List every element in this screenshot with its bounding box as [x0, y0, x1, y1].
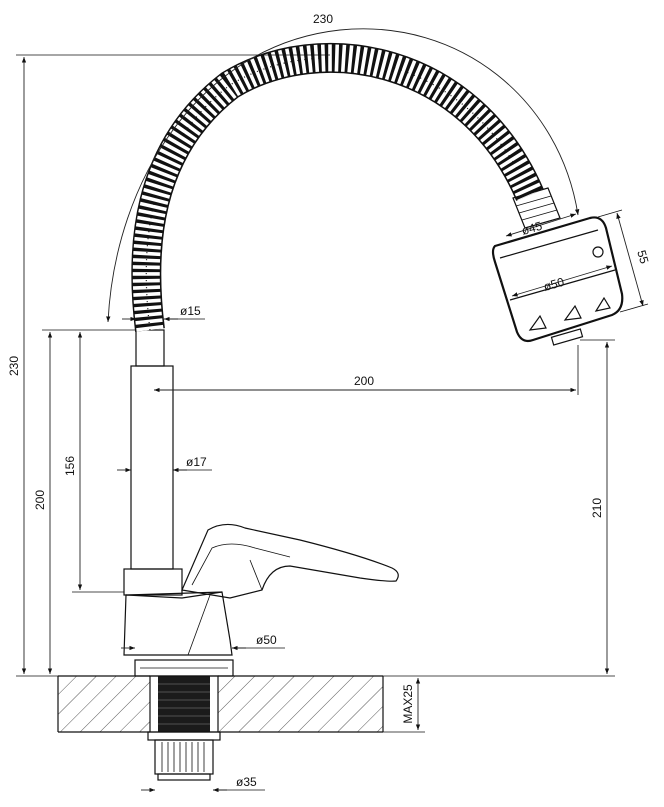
mounting-shank [147, 675, 221, 781]
faucet-body [123, 568, 234, 677]
vertical-tube [130, 329, 174, 570]
dimension-head-diameter: ø50 [511, 265, 613, 297]
flexible-spring-hose [131, 42, 544, 332]
dimension-head-neck-diameter: ø45 [505, 213, 577, 238]
dimension-overall-height: 230 [7, 54, 330, 677]
dimension-tube-diameter: ø17 [117, 455, 212, 473]
dimension-head-length: 55 [597, 209, 652, 313]
dimension-max-counter-thickness: MAX25 [383, 678, 425, 733]
label-overall-height: 230 [7, 356, 21, 376]
dimension-tube-height: 156 [63, 332, 124, 593]
dimension-spout-reach: 200 [154, 345, 579, 395]
label-head-diameter: ø50 [542, 275, 566, 294]
label-hose-diameter: ø15 [180, 304, 201, 318]
label-max-counter-thickness: MAX25 [401, 684, 415, 724]
label-tube-height: 156 [63, 456, 77, 476]
dimension-hose-diameter: ø15 [122, 304, 205, 322]
label-body-height: 200 [33, 490, 47, 510]
label-outlet-height: 210 [590, 498, 604, 518]
label-thread-diameter: ø35 [236, 775, 257, 789]
label-top-width: 230 [313, 12, 333, 26]
label-tube-diameter: ø17 [186, 455, 207, 469]
countertop-section [57, 675, 384, 733]
dimension-outlet-height: 210 [383, 339, 615, 677]
label-head-length: 55 [634, 249, 651, 266]
handle-lever [181, 523, 399, 599]
dimension-base-diameter: ø50 [121, 633, 285, 651]
spray-head [491, 187, 624, 346]
dimension-body-height: 200 [33, 329, 136, 674]
label-head-neck-diameter: ø45 [520, 219, 544, 238]
label-spout-reach: 200 [354, 374, 374, 388]
label-base-diameter: ø50 [256, 633, 277, 647]
dimension-top-width: 230 [106, 12, 580, 323]
dimension-thread-diameter: ø35 [141, 775, 265, 793]
